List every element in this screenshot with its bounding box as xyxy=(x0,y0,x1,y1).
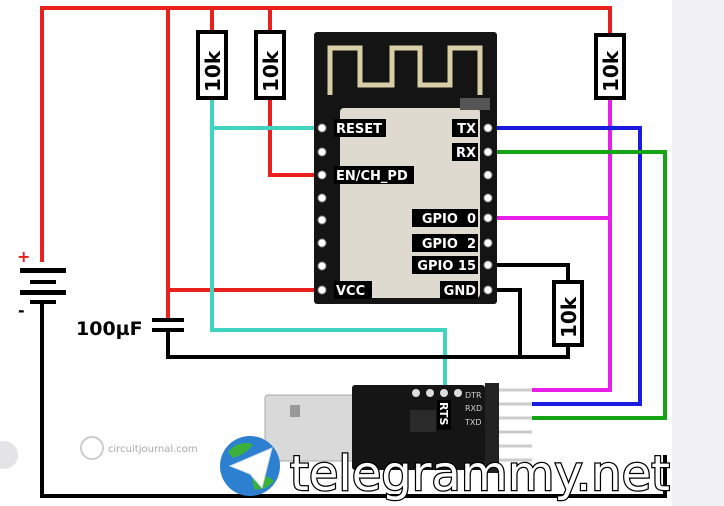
wire-power-top xyxy=(40,6,612,262)
resistor-2: 10k xyxy=(254,30,286,100)
pin-reset: RESET xyxy=(336,122,382,137)
watermark-text: telegrammy.net xyxy=(290,446,670,502)
pin-en: EN/CH_PD xyxy=(336,169,408,184)
wire-dtr xyxy=(532,98,612,392)
wire-rx xyxy=(493,150,667,420)
pin-rxd: RXD xyxy=(465,404,482,413)
paper-plane-icon xyxy=(228,447,273,490)
resistor-label: 10k xyxy=(599,50,623,92)
credit-text: circuitjournal.com xyxy=(108,444,198,455)
wire-power-vcc xyxy=(166,8,322,292)
resistor-label: 10k xyxy=(557,296,581,338)
resistor-4: 10k xyxy=(552,280,584,347)
resistor-label: 10k xyxy=(259,50,283,92)
esp-module: RESET EN/CH_PD VCC TX RX GPIO 0 GPIO 2 G… xyxy=(314,32,497,304)
battery-minus: - xyxy=(18,301,25,320)
pin-gpio2: GPIO 2 xyxy=(422,237,476,252)
nav-button[interactable] xyxy=(0,441,18,469)
credit-logo-icon xyxy=(80,436,104,460)
capacitor: 100µF xyxy=(76,318,184,340)
watermark: telegrammy.net xyxy=(220,436,671,503)
battery: + - xyxy=(17,247,66,320)
battery-plus: + xyxy=(17,247,30,266)
pin-gnd: GND xyxy=(444,284,477,299)
pin-rx: RX xyxy=(456,146,476,161)
wire-ground-bottom xyxy=(40,300,667,498)
wire-gnd xyxy=(493,288,522,357)
pin-vcc: VCC xyxy=(336,284,365,299)
resistor-3: 10k xyxy=(594,33,626,100)
right-margin xyxy=(672,0,724,506)
pin-tx: TX xyxy=(457,122,476,137)
wire-tx xyxy=(493,126,642,406)
credit: circuitjournal.com xyxy=(80,436,198,460)
pin-dtr: DTR xyxy=(465,391,482,400)
pin-gpio0: GPIO 0 xyxy=(422,212,476,227)
resistor-1: 10k xyxy=(196,30,228,100)
pin-gpio15: GPIO 15 xyxy=(417,259,476,274)
resistor-label: 10k xyxy=(201,50,225,92)
antenna-trace xyxy=(327,45,483,95)
pin-rts: RTS xyxy=(437,402,450,425)
wire-en2 xyxy=(268,98,322,177)
capacitor-label: 100µF xyxy=(76,318,143,340)
wire-ground-bus xyxy=(166,332,570,359)
usb-adapter: RTS DTR RXD TXD xyxy=(264,383,532,473)
pin-txd: TXD xyxy=(464,418,482,427)
wire-gpio15 xyxy=(493,263,570,282)
